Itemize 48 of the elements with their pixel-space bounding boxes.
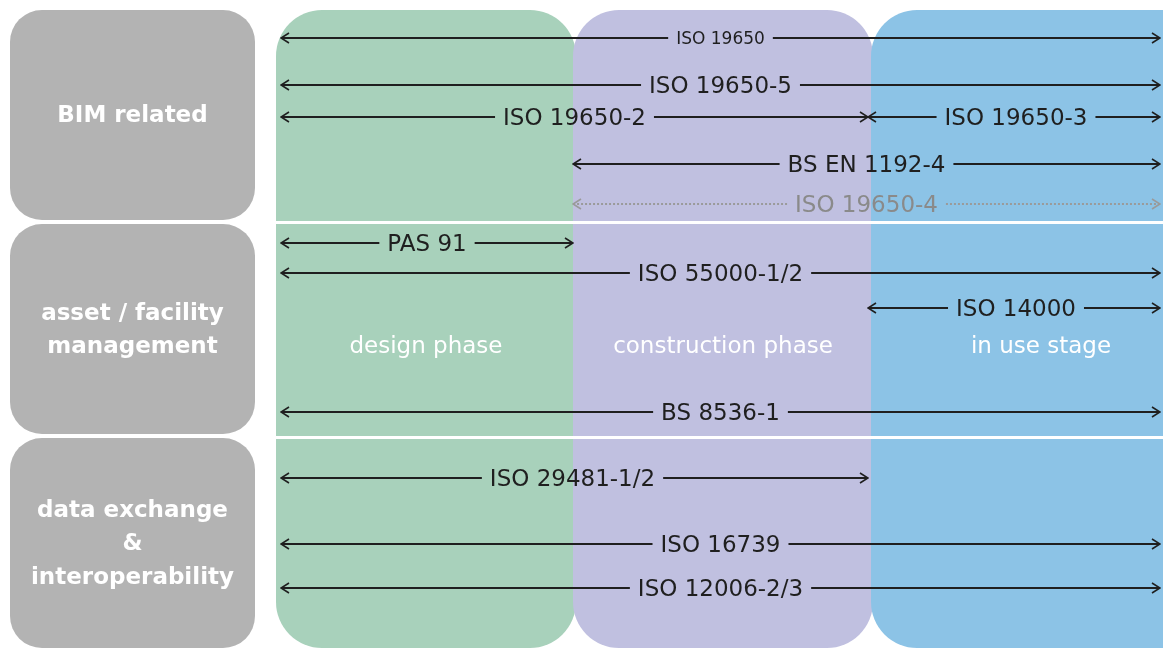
standard-label: ISO 29481-1/2 xyxy=(489,466,656,490)
standard-label: ISO 19650-4 xyxy=(795,192,938,216)
arrow xyxy=(771,32,1161,44)
arrow xyxy=(280,111,497,123)
category-box xyxy=(10,224,255,434)
arrow xyxy=(798,79,1161,91)
standard-label: BS EN 1192-4 xyxy=(787,152,946,176)
arrow xyxy=(652,111,869,123)
standard-label: BS 8536-1 xyxy=(661,400,780,424)
category-label: asset / facility management xyxy=(40,297,225,360)
phase-label: in use stage xyxy=(970,332,1112,358)
arrow xyxy=(572,198,789,210)
arrow xyxy=(280,582,631,594)
arrow xyxy=(787,538,1161,550)
arrow xyxy=(867,302,949,314)
standard-label: ISO 14000 xyxy=(956,296,1076,320)
standard-label: ISO 19650-3 xyxy=(944,105,1088,129)
standard-label: PAS 91 xyxy=(387,231,467,255)
arrow xyxy=(662,472,869,484)
arrow xyxy=(280,472,483,484)
arrow xyxy=(1083,302,1161,314)
arrow xyxy=(280,538,654,550)
arrow xyxy=(810,582,1161,594)
standard-label: ISO 19650-2 xyxy=(503,105,646,129)
arrow xyxy=(810,267,1161,279)
standard-label: ISO 12006-2/3 xyxy=(637,576,804,600)
arrow xyxy=(944,198,1161,210)
standard-label: ISO 55000-1/2 xyxy=(637,261,804,285)
arrow xyxy=(280,267,631,279)
category-label: BIM related xyxy=(57,100,208,130)
arrow xyxy=(280,32,670,44)
phase-label: design phase xyxy=(349,332,503,358)
standard-label: ISO 16739 xyxy=(660,532,781,556)
category-label: data exchange & interoperability xyxy=(30,495,235,591)
category-box xyxy=(10,438,255,648)
arrow xyxy=(280,406,655,418)
category-box xyxy=(10,10,255,220)
arrow xyxy=(952,158,1161,170)
arrow xyxy=(786,406,1161,418)
standard-label: ISO 19650 xyxy=(676,29,765,47)
arrow xyxy=(867,111,938,123)
arrow xyxy=(473,237,574,249)
arrow xyxy=(1094,111,1161,123)
arrow xyxy=(572,158,781,170)
phase-label: construction phase xyxy=(613,332,833,358)
arrow xyxy=(280,237,381,249)
arrow xyxy=(280,79,643,91)
standard-label: ISO 19650-5 xyxy=(649,73,792,97)
